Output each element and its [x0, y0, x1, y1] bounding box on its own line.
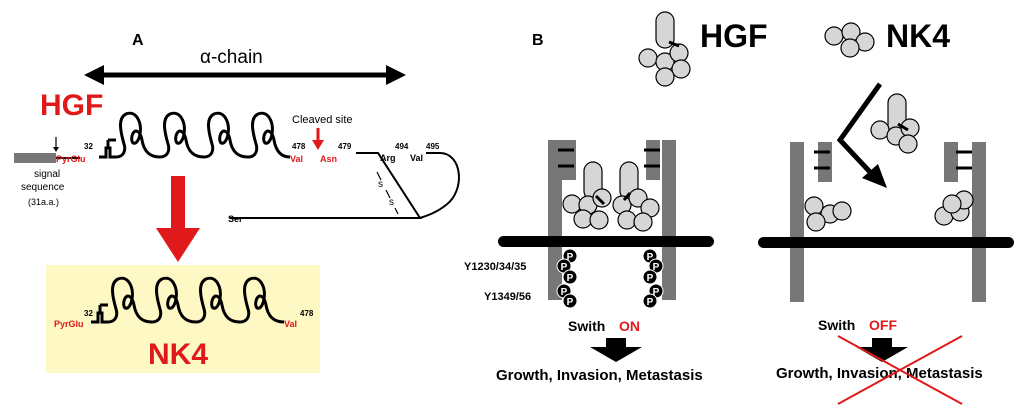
nk4-residue-val: Val [284, 319, 297, 329]
signal-cleavage-arrow [53, 137, 59, 152]
cleaved-site-arrow [312, 128, 324, 150]
phospho-circle [562, 269, 578, 285]
residue-pyrglu: PyrGlu [56, 154, 86, 164]
disulfide-s1: s [378, 179, 383, 190]
alpha-chain-label: α-chain [200, 47, 263, 68]
phospho-label: P [567, 273, 574, 284]
phospho-circle [642, 269, 658, 285]
residue-arg: Arg [380, 153, 396, 163]
nk4-bound-molecules [804, 190, 974, 232]
hgf-title: HGF [40, 89, 103, 122]
phospho-label: P [647, 252, 654, 263]
outcome-on: Growth, Invasion, Metastasis [496, 367, 703, 384]
residue-494: 494 [395, 142, 409, 151]
phospho-label: P [567, 297, 574, 308]
phospho-label: P [647, 297, 654, 308]
switch-off-word: Swith [818, 317, 855, 333]
nk4-molecule-legend [824, 22, 875, 58]
alpha-chain-arrow [84, 65, 406, 85]
nk4-arriving-molecule [870, 93, 920, 154]
nk4-chain [91, 276, 285, 324]
residue-ser: Ser [228, 214, 243, 224]
down-arrow-off [856, 338, 908, 362]
panel-b-label: B [532, 32, 544, 49]
hgf-bound-molecules [562, 161, 660, 232]
residue-32: 32 [84, 142, 93, 151]
phospho-label: P [567, 252, 574, 263]
nk4-title: NK4 [148, 338, 208, 371]
phospho-label: P [653, 287, 660, 298]
phospho-circle [562, 293, 578, 309]
residue-479: 479 [338, 142, 352, 151]
hgf-legend-label: HGF [700, 18, 768, 54]
y1230-label: Y1230/34/35 [464, 261, 526, 273]
nk4-residue-pyrglu: PyrGlu [54, 319, 84, 329]
cell-membrane-on [498, 236, 714, 247]
residue-val: Val [290, 154, 303, 164]
cleaved-site-label: Cleaved site [292, 114, 353, 126]
down-arrow-on [590, 338, 642, 362]
receptor-right-off [944, 142, 986, 302]
receptor-left-off [790, 142, 832, 302]
signal-sequence-bar [14, 153, 56, 163]
hgf-to-nk4-arrow [156, 176, 200, 262]
hgf-chain [99, 111, 291, 159]
signal-sequence-label-1: signal [34, 169, 60, 180]
outcome-off: Growth, Invasion, Metastasis [776, 365, 983, 382]
phospho-label: P [653, 262, 660, 273]
residue-asn: Asn [320, 154, 337, 164]
residue-478: 478 [292, 142, 306, 151]
disulfide-s2: s [389, 197, 394, 208]
nk4-arriving-arrow [836, 82, 883, 174]
nk4-legend-label: NK4 [886, 18, 950, 54]
signal-sequence-label-2: sequence [21, 182, 65, 193]
receptor-left-on [548, 140, 576, 300]
residue-val-2: Val [410, 153, 423, 163]
phospho-label: P [561, 287, 568, 298]
beta-chain [230, 152, 460, 219]
residue-495: 495 [426, 142, 440, 151]
hgf-molecule-legend [638, 11, 691, 87]
signal-sequence-label-3: (31a.a.) [28, 197, 59, 207]
phospho-circle [642, 293, 658, 309]
switch-on-word: Swith [568, 318, 605, 334]
nk4-residue-32: 32 [84, 309, 93, 318]
switch-off-state: OFF [869, 317, 897, 333]
receptor-right-on [644, 140, 676, 300]
y1349-label: Y1349/56 [484, 291, 531, 303]
red-cross [837, 335, 963, 405]
cell-membrane-off [758, 237, 1014, 248]
nk4-residue-478: 478 [300, 309, 314, 318]
phospho-label: P [647, 273, 654, 284]
panel-a-label: A [132, 32, 144, 49]
phospho-label: P [561, 262, 568, 273]
switch-on-state: ON [619, 318, 640, 334]
